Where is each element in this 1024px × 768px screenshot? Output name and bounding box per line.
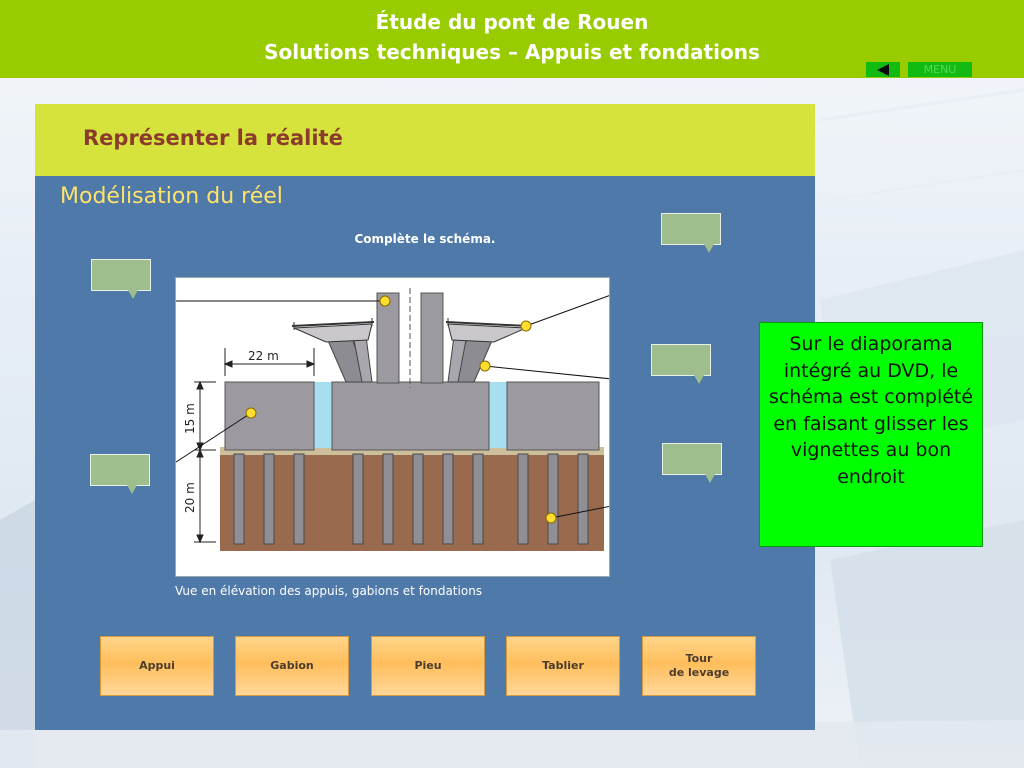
label-pieu-button[interactable]: Pieu: [371, 636, 485, 696]
header-title: Étude du pont de Rouen: [375, 10, 649, 34]
panel-title: Représenter la réalité: [83, 126, 343, 150]
water-left: [314, 382, 332, 448]
bridge-diagram: 22 m 15 m 20 m: [120, 257, 713, 577]
panel-title-band: Représenter la réalité: [35, 104, 815, 176]
soil-layer: [220, 454, 604, 551]
back-arrow-icon: [877, 63, 889, 76]
dimension-width-label: 22 m: [248, 349, 279, 363]
drop-target-gabion[interactable]: [90, 454, 150, 494]
panel-subtitle: Modélisation du réel: [60, 184, 283, 209]
instruction-note: Sur le diaporama intégré au DVD, le sché…: [759, 322, 983, 547]
label-gabion-button[interactable]: Gabion: [235, 636, 349, 696]
deck-left: [291, 318, 375, 343]
instruction-text: Complète le schéma.: [354, 232, 496, 246]
gabion-left: [224, 381, 315, 451]
back-button[interactable]: [866, 62, 900, 77]
target-markers: [245, 295, 557, 524]
riverbed-layer: [220, 447, 604, 455]
lifting-tower-right: [420, 292, 444, 384]
piles: [233, 453, 589, 545]
menu-button[interactable]: MENU: [908, 62, 972, 77]
gabion-right: [506, 381, 600, 451]
water-right: [489, 382, 507, 448]
dimension-height-top-label: 15 m: [183, 403, 197, 434]
drop-target-deck[interactable]: [661, 213, 721, 253]
label-tablier-button[interactable]: Tablier: [506, 636, 620, 696]
drop-target-pile[interactable]: [662, 443, 722, 483]
activity-panel: Représenter la réalité Modélisation du r…: [35, 104, 815, 730]
dimension-lines: [194, 348, 316, 544]
header-bar: Étude du pont de Rouen Solutions techniq…: [0, 0, 1024, 78]
drop-target-tower[interactable]: [91, 259, 151, 299]
dimension-height-bottom-label: 20 m: [183, 482, 197, 513]
header-subtitle: Solutions techniques – Appuis et fondati…: [264, 40, 760, 64]
label-tour-de-levage-button[interactable]: Tour de levage: [642, 636, 756, 696]
drop-target-support[interactable]: [651, 344, 711, 384]
diagram-caption: Vue en élévation des appuis, gabions et …: [175, 584, 483, 598]
deck-right: [445, 318, 529, 343]
lifting-tower-left: [376, 292, 400, 384]
label-appui-button[interactable]: Appui: [100, 636, 214, 696]
bridge-diagram-drawing: 22 m 15 m 20 m: [120, 257, 713, 551]
main-pier: [331, 381, 490, 451]
